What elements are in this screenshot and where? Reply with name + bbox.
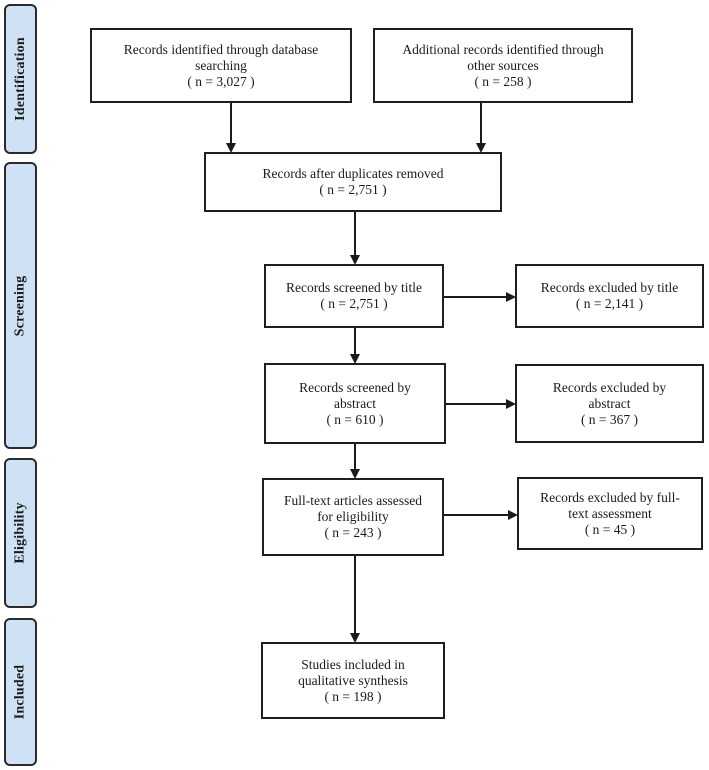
other-sources-line2: other sources (467, 57, 539, 73)
excluded-abstract-line1: Records excluded by (552, 379, 667, 395)
database-search-count: ( n = 3,027 ) (187, 73, 255, 89)
box-after-duplicates: Records after duplicates removed ( n = 2… (204, 152, 502, 212)
box-screened-abstract: Records screened by abstract ( n = 610 ) (264, 363, 446, 444)
database-search-line2: searching (195, 57, 247, 73)
screened-abstract-line2: abstract (334, 395, 376, 411)
box-other-sources: Additional records identified through ot… (373, 28, 633, 103)
excluded-title-line1: Records excluded by title (540, 280, 679, 295)
box-excluded-fulltext: Records excluded by full- text assessmen… (517, 477, 703, 550)
screened-title-line1: Records screened by title (285, 280, 423, 295)
excluded-fulltext-line2: text assessment (568, 505, 652, 521)
phase-identification: Identification (4, 4, 37, 154)
box-included: Studies included in qualitative synthesi… (261, 642, 445, 719)
excluded-fulltext-line1: Records excluded by full- (540, 489, 680, 505)
phase-eligibility: Eligibility (4, 458, 37, 608)
included-line1: Studies included in (301, 656, 405, 672)
excluded-title-count: ( n = 2,141 ) (575, 296, 644, 311)
after-duplicates-count: ( n = 2,751 ) (319, 182, 387, 197)
box-fulltext-assessed: Full-text articles assessed for eligibil… (262, 478, 444, 556)
screened-title-count: ( n = 2,751 ) (320, 296, 388, 311)
excluded-fulltext-count: ( n = 45 ) (584, 521, 636, 537)
phase-screening: Screening (4, 162, 37, 449)
other-sources-line1: Additional records identified through (402, 41, 604, 57)
phase-included: Included (4, 618, 37, 766)
screened-abstract-line1: Records screened by (299, 379, 411, 395)
box-excluded-abstract: Records excluded by abstract ( n = 367 ) (515, 364, 704, 443)
other-sources-count: ( n = 258 ) (474, 73, 532, 89)
box-database-search: Records identified through database sear… (90, 28, 352, 103)
box-excluded-title: Records excluded by title ( n = 2,141 ) (515, 264, 704, 328)
fulltext-assessed-line2: for eligibility (317, 509, 389, 524)
after-duplicates-line1: Records after duplicates removed (262, 166, 444, 181)
box-screened-title: Records screened by title ( n = 2,751 ) (264, 264, 444, 328)
database-search-line1: Records identified through database (123, 41, 319, 57)
fulltext-assessed-count: ( n = 243 ) (324, 525, 382, 540)
screened-abstract-count: ( n = 610 ) (326, 411, 384, 427)
excluded-abstract-count: ( n = 367 ) (580, 411, 639, 427)
fulltext-assessed-line1: Full-text articles assessed (284, 493, 422, 508)
included-count: ( n = 198 ) (324, 688, 382, 704)
included-line2: qualitative synthesis (298, 672, 408, 688)
excluded-abstract-line2: abstract (588, 395, 631, 411)
